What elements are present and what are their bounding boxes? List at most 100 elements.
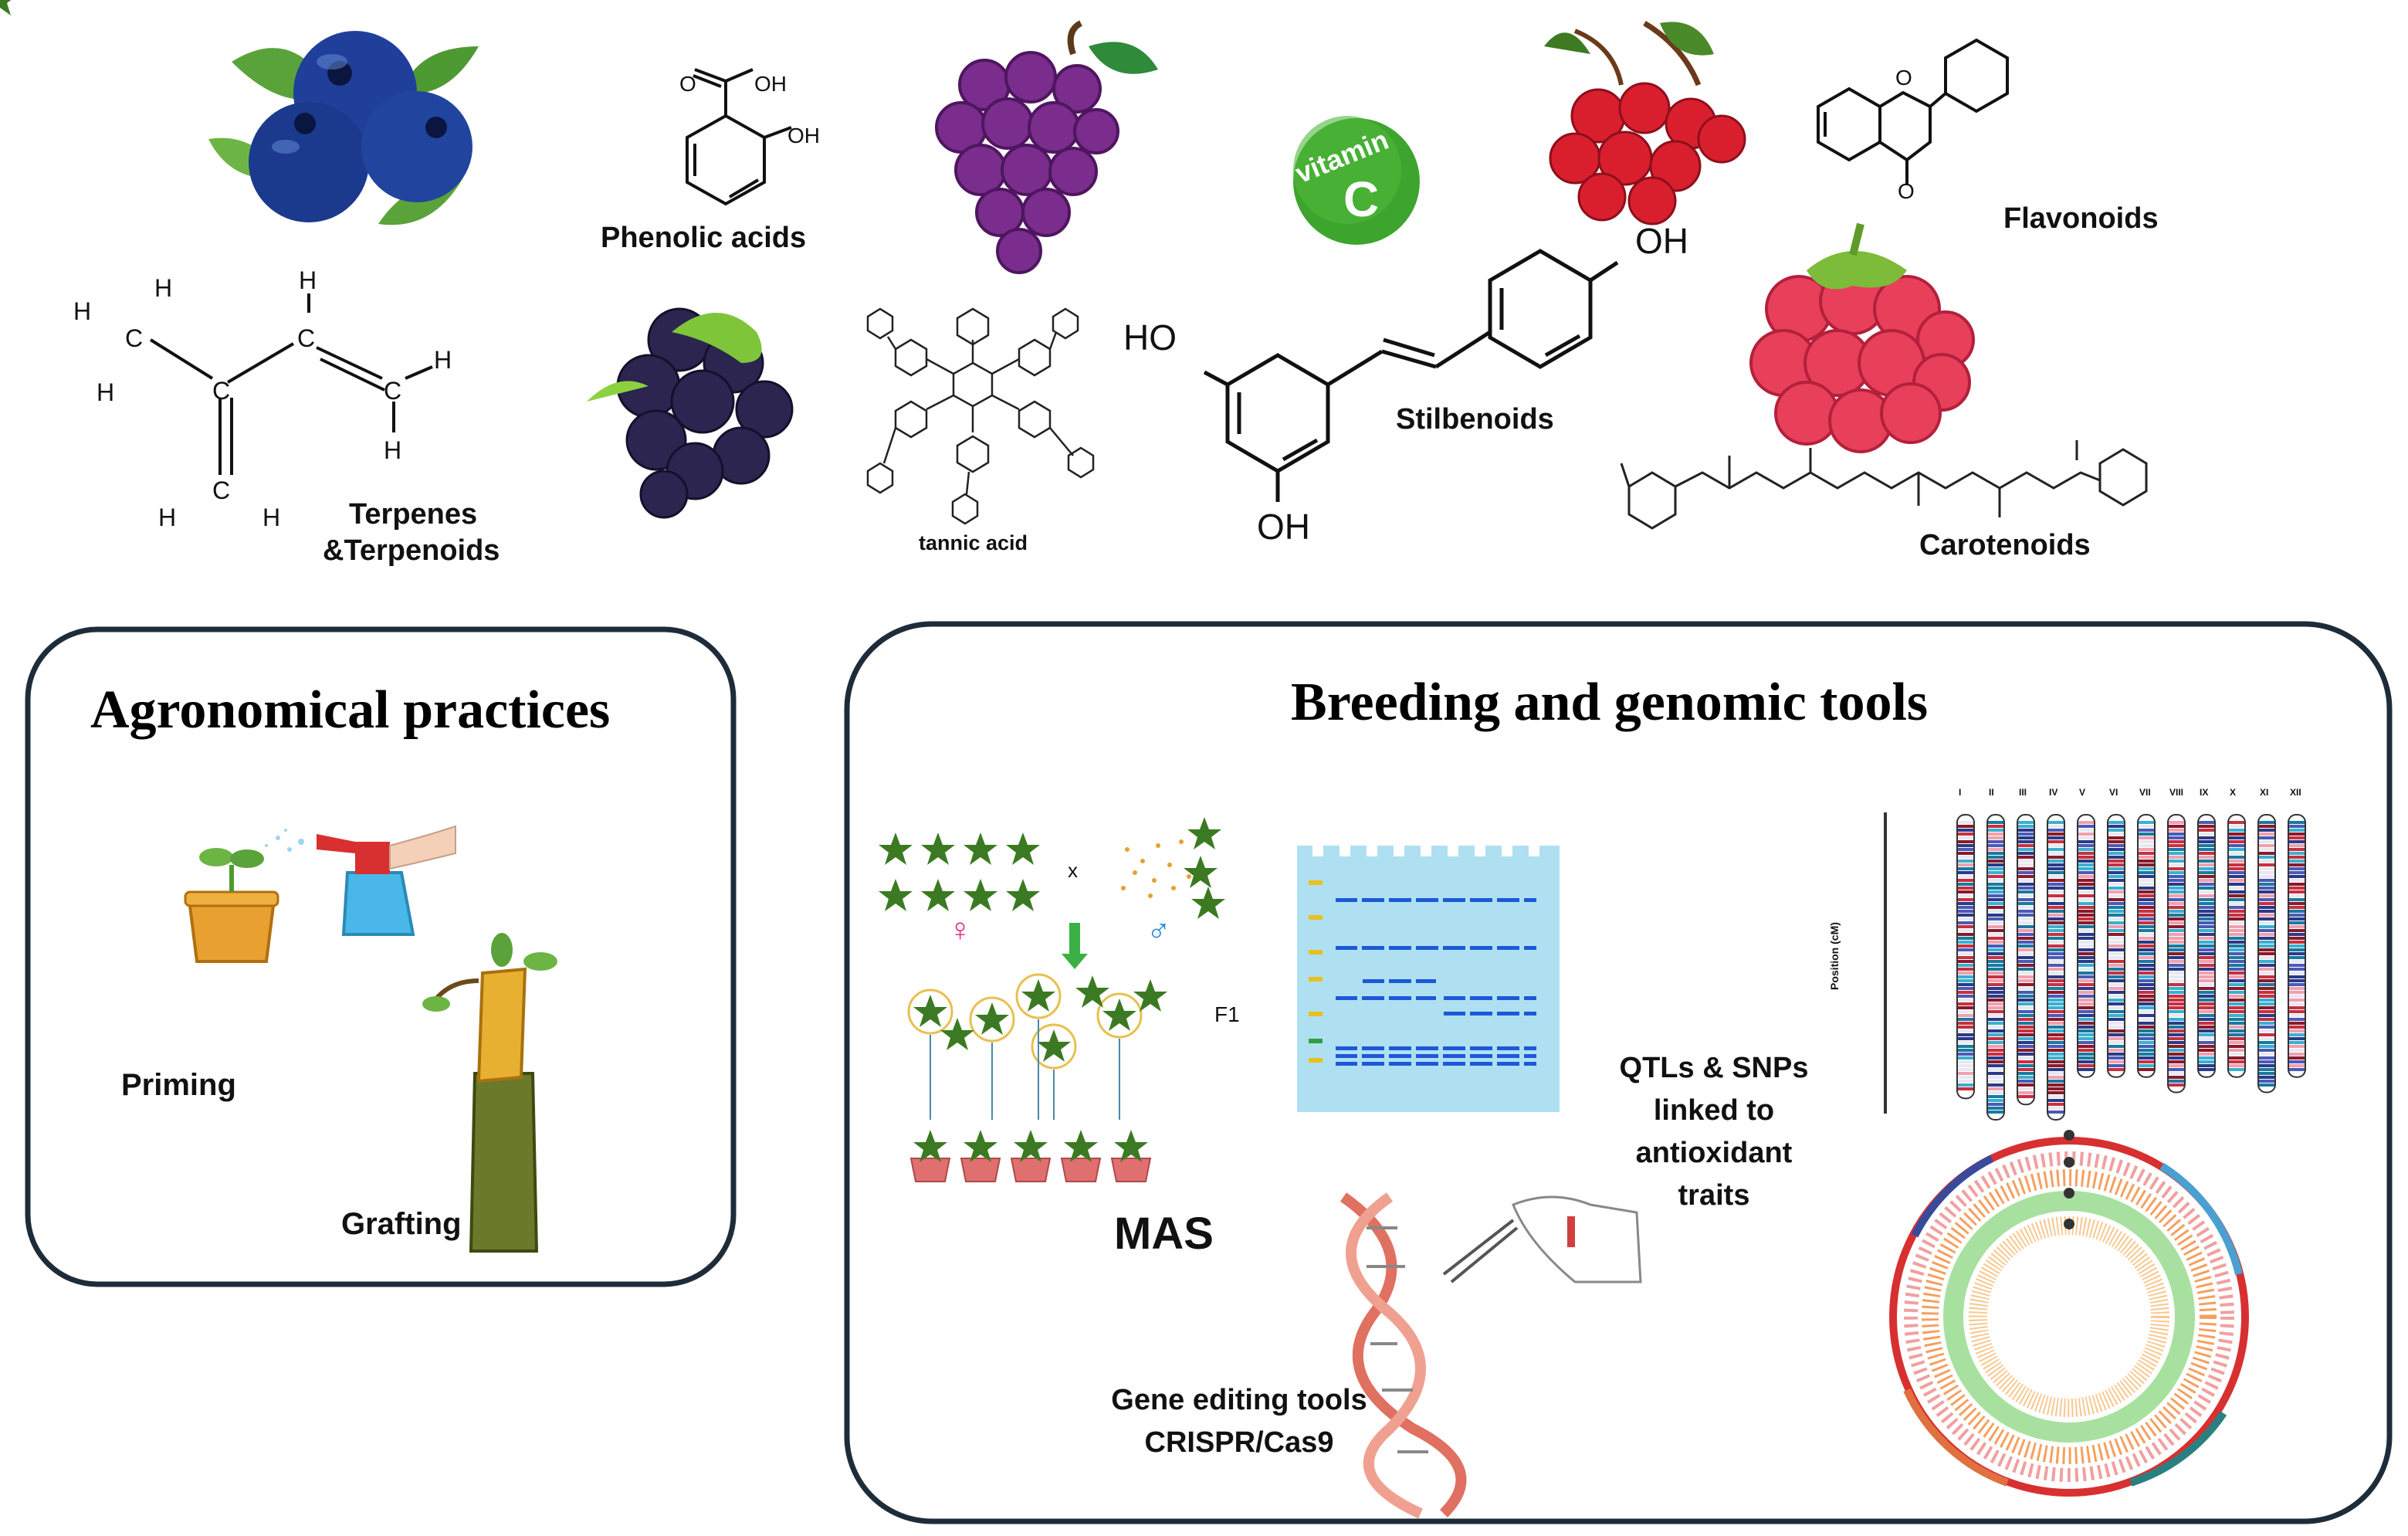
chromosome-stripe [2078,863,2094,866]
chromosome-stripe [2078,964,2094,967]
chromosome-stripe [1958,836,1973,839]
chromosome-stripe [2139,1018,2154,1021]
chromosome-stripe [2289,952,2305,955]
stilbenoids-label: Stilbenoids [1396,403,1554,436]
chromosome-stripe [2018,1033,2034,1036]
chromosome-stripe [2048,867,2064,870]
chromosome-stripe [1988,1068,2003,1071]
chromosome-stripe [1958,925,1973,928]
chromosome-stripe [1988,1064,2003,1067]
chromosome-stripe [2259,844,2274,847]
chromosome-stripe [2108,979,2124,982]
chromosome-stripe [2078,995,2094,998]
terpene-h1-label: H [154,274,173,302]
chromosome-stripe [2078,991,2094,994]
chromosome-stripe [2289,968,2305,971]
chromosome-stripe [2018,925,2034,928]
chromosome-stripe [2259,1076,2274,1079]
chromosome-stripe [1958,1014,1973,1017]
chromosome-stripe [2289,960,2305,963]
chromosome-stripe [2078,821,2094,824]
chromosome-stripe [2289,1010,2305,1013]
chromosome-stripe [2199,933,2214,936]
chromosome-stripe [2139,852,2154,855]
chromosome-stripe [2078,1014,2094,1017]
chromosome-stripe [2018,983,2034,986]
chromosome-stripe [2289,832,2305,836]
chromosome-stripe [2259,898,2274,901]
chromosome-stripe [1988,1022,2003,1025]
chromosome-stripe [2078,867,2094,870]
chromosome-label: VIII [2169,787,2184,798]
chromosome-stripe [1958,829,1973,832]
chromosome-stripe [2018,960,2034,963]
chromosome-stripe [2078,1029,2094,1032]
chromosome-stripe [2108,848,2124,851]
chromosome-stripe [1958,856,1973,859]
chromosome-stripe [1988,844,2003,847]
chromosome-stripe [2108,887,2124,890]
chromosome-stripe [2048,983,2064,986]
chromosome-stripe [2289,1033,2305,1036]
chromosome-stripe [2229,875,2244,878]
chromosome-stripe [2078,887,2094,890]
chromosome-stripe [2169,1006,2184,1009]
chromosome-label: II [1989,787,1994,798]
chromosome-stripe [2169,987,2184,990]
chromosome-stripe [2018,1068,2034,1071]
terpene-c5-label: C [212,476,231,504]
chromosome-stripe [2139,1064,2154,1067]
chromosome-stripe [1958,840,1973,843]
chromosome-stripe [2199,867,2214,870]
chromosome-stripe [2229,1006,2244,1009]
chromosome-stripe [2199,952,2214,955]
chromosome-stripe [2139,937,2154,940]
chromosome-stripe [2169,1041,2184,1044]
chromosome-stripe [2139,863,2154,866]
chromosome-stripe [2229,883,2244,886]
chromosome-stripe [2169,1072,2184,1075]
chromosome-stripe [2018,917,2034,921]
chromosome-stripe [2229,825,2244,828]
chromosome-stripe [2108,902,2124,905]
chromosome-stripe [1958,914,1973,917]
chromosome-stripe [2108,832,2124,836]
chromosome-stripe [2018,879,2034,882]
chromosome-stripe [2139,832,2154,836]
chromosome-stripe [2108,883,2124,886]
chromosome-stripe [2199,987,2214,990]
chromosome-stripe [2078,1045,2094,1048]
chromosome-stripe [2169,995,2184,998]
chromosome-stripe [2108,971,2124,975]
chromosome-stripe [2078,999,2094,1002]
chromosome-stripe [2229,1053,2244,1056]
chromosome-stripe [2078,1010,2094,1013]
chromosome-stripe [2259,1053,2274,1056]
chromosome-stripe [2229,879,2244,882]
chromosome-stripe [2048,875,2064,878]
chromosome-stripe [2289,852,2305,855]
chromosome-stripe [2048,879,2064,882]
terpene-h4-label: H [299,266,317,294]
chromosome-stripe [1988,1080,2003,1083]
chromosome-stripe [2199,1064,2214,1067]
chromosome-stripe [2229,991,2244,994]
blackberry-icon [587,307,794,519]
chromosome-stripe [2199,844,2214,847]
chromosome-stripe [2199,1022,2214,1025]
chromosome-stripe [2169,929,2184,932]
chromosome-stripe [2199,1056,2214,1060]
chromosome-stripe [2289,1049,2305,1052]
chromosome-stripe [2169,852,2184,855]
chromosome-stripe [2018,1041,2034,1044]
chromosome-stripe [2018,1049,2034,1052]
chromosome-stripe [2259,971,2274,975]
chromosome-stripe [2289,944,2305,948]
chromosome-stripe [1958,1072,1973,1075]
chromosome-stripe [2169,879,2184,882]
chromosome-stripe [2139,968,2154,971]
chromosome-stripe [2048,883,2064,886]
chromosome-stripe [1988,914,2003,917]
chromosome-stripe [1988,887,2003,890]
chromosome-stripe [2199,1037,2214,1040]
